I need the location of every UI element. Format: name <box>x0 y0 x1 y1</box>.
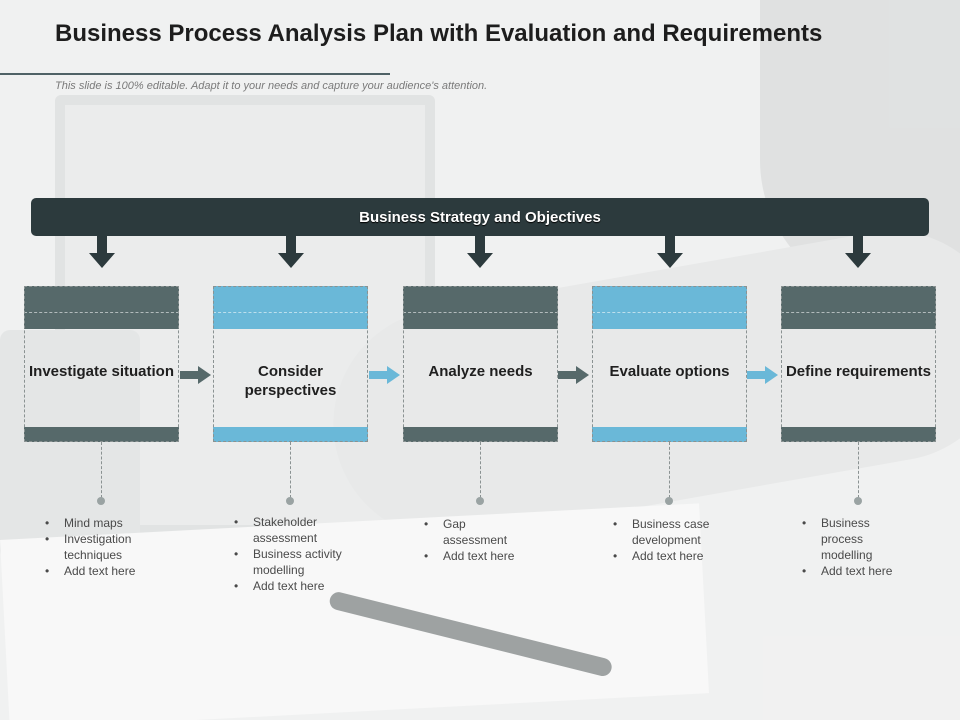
bullet-item: Add text here <box>424 548 534 564</box>
down-arrow-icon <box>657 236 683 269</box>
page-title: Business Process Analysis Plan with Eval… <box>55 20 823 47</box>
title-underline <box>0 73 390 75</box>
step-box-investigate: Investigate situation <box>24 286 179 442</box>
bullet-item: Add text here <box>45 563 155 579</box>
connector-dot <box>97 497 105 505</box>
step-box-evaluate: Evaluate options <box>592 286 747 442</box>
step-label: Evaluate options <box>609 363 730 380</box>
connector-dot <box>665 497 673 505</box>
connector-line <box>858 442 860 498</box>
strategy-banner: Business Strategy and Objectives <box>31 198 929 236</box>
bullet-item: Investigation techniques <box>45 531 155 563</box>
bullet-item: Gap assessment <box>424 516 507 548</box>
step-label: Define requirements <box>785 363 932 380</box>
step-box-analyze: Analyze needs <box>403 286 558 442</box>
page-subtitle: This slide is 100% editable. Adapt it to… <box>55 80 488 92</box>
bullet-list-evaluate: Business case development Add text here <box>613 516 728 564</box>
right-arrow-icon <box>369 366 400 384</box>
bullet-list-investigate: Mind maps Investigation techniques Add t… <box>45 515 155 579</box>
bullet-item: Add text here <box>234 578 344 594</box>
right-arrow-icon <box>180 366 211 384</box>
bullet-item: Mind maps <box>45 515 155 531</box>
step-box-consider: Consider perspectives <box>213 286 368 442</box>
bullet-list-analyze: Gap assessment Add text here <box>424 516 534 564</box>
bullet-list-define: Business process modelling Add text here <box>802 515 912 579</box>
bullet-item: Business case development <box>613 516 728 548</box>
banner-label: Business Strategy and Objectives <box>359 208 601 226</box>
connector-dot <box>854 497 862 505</box>
down-arrow-icon <box>467 236 493 269</box>
connector-dot <box>476 497 484 505</box>
connector-line <box>101 442 103 498</box>
connector-line <box>669 442 671 498</box>
connector-dot <box>286 497 294 505</box>
bullet-item: Add text here <box>802 563 912 579</box>
step-label: Consider perspectives <box>244 363 337 399</box>
bullet-item: Business process modelling <box>802 515 889 563</box>
bullet-list-consider: Stakeholder assessment Business activity… <box>234 514 344 594</box>
down-arrow-icon <box>89 236 115 269</box>
bullet-item: Add text here <box>613 548 728 564</box>
right-arrow-icon <box>747 366 778 384</box>
connector-line <box>480 442 482 498</box>
connector-line <box>290 442 292 498</box>
step-label: Analyze needs <box>428 363 533 380</box>
bullet-item: Business activity modelling <box>234 546 344 578</box>
down-arrow-icon <box>845 236 871 269</box>
down-arrow-icon <box>278 236 304 269</box>
step-box-define: Define requirements <box>781 286 936 442</box>
right-arrow-icon <box>558 366 589 384</box>
step-label: Investigate situation <box>28 363 175 380</box>
bullet-item: Stakeholder assessment <box>234 514 344 546</box>
